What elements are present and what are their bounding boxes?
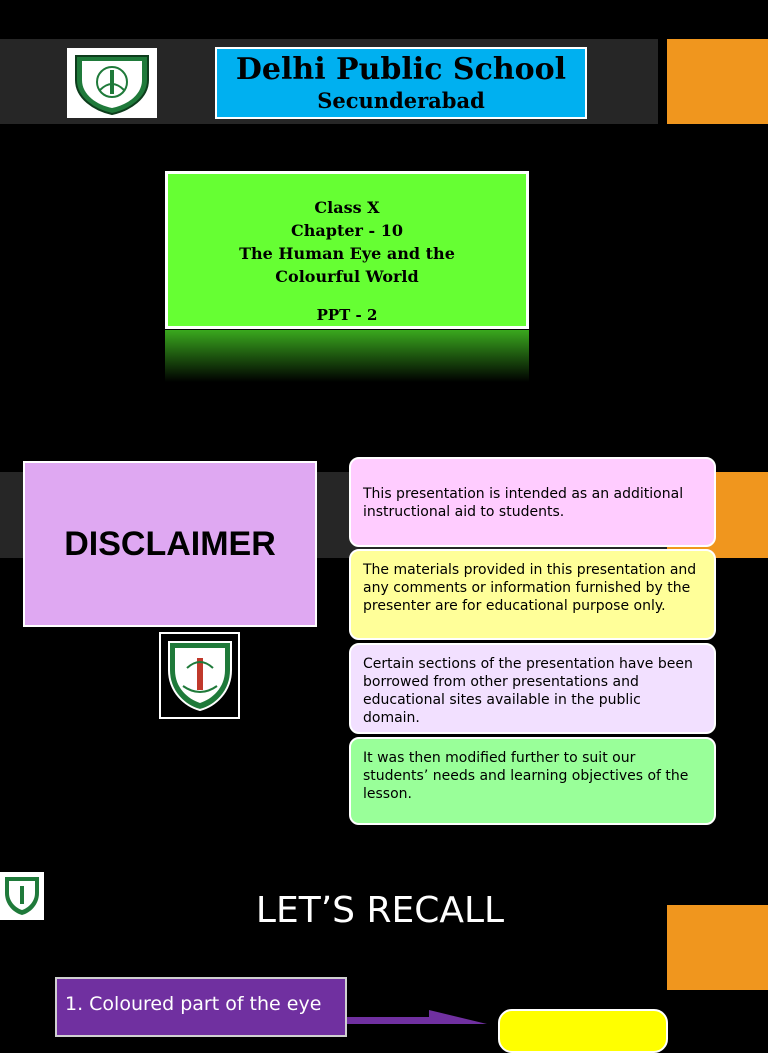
answer-box — [498, 1009, 668, 1053]
recall-logo — [0, 872, 44, 920]
recall-title: LET’S RECALL — [255, 890, 505, 931]
school-title-box: Delhi Public School Secunderabad — [215, 47, 587, 119]
disclaimer-note-4: It was then modified further to suit our… — [349, 737, 716, 825]
shield-icon — [5, 877, 39, 915]
chapter-box: Class X Chapter - 10 The Human Eye and t… — [165, 171, 529, 329]
chapter-box-reflection — [165, 330, 529, 382]
orange-accent — [667, 39, 768, 124]
arrow-icon — [347, 1010, 487, 1024]
shield-icon — [167, 640, 232, 711]
orange-accent — [667, 905, 768, 990]
chapter-line-4: Colourful World — [275, 267, 419, 286]
disclaimer-logo-frame — [159, 632, 240, 719]
chapter-line-3: The Human Eye and the — [239, 244, 455, 263]
chapter-line-1: Class X — [314, 198, 380, 217]
ppt-label: PPT - 2 — [316, 306, 378, 324]
disclaimer-note-3: Certain sections of the presentation hav… — [349, 643, 716, 734]
disclaimer-note-1: This presentation is intended as an addi… — [349, 457, 716, 547]
school-name: Delhi Public School — [235, 52, 567, 87]
recall-item-1: 1. Coloured part of the eye — [55, 977, 347, 1037]
disclaimer-note-2: The materials provided in this presentat… — [349, 549, 716, 640]
disclaimer-title: DISCLAIMER — [23, 461, 317, 627]
chapter-line-2: Chapter - 10 — [291, 221, 403, 240]
school-city: Secunderabad — [317, 88, 485, 113]
school-logo — [67, 48, 157, 118]
shield-icon — [75, 55, 149, 116]
